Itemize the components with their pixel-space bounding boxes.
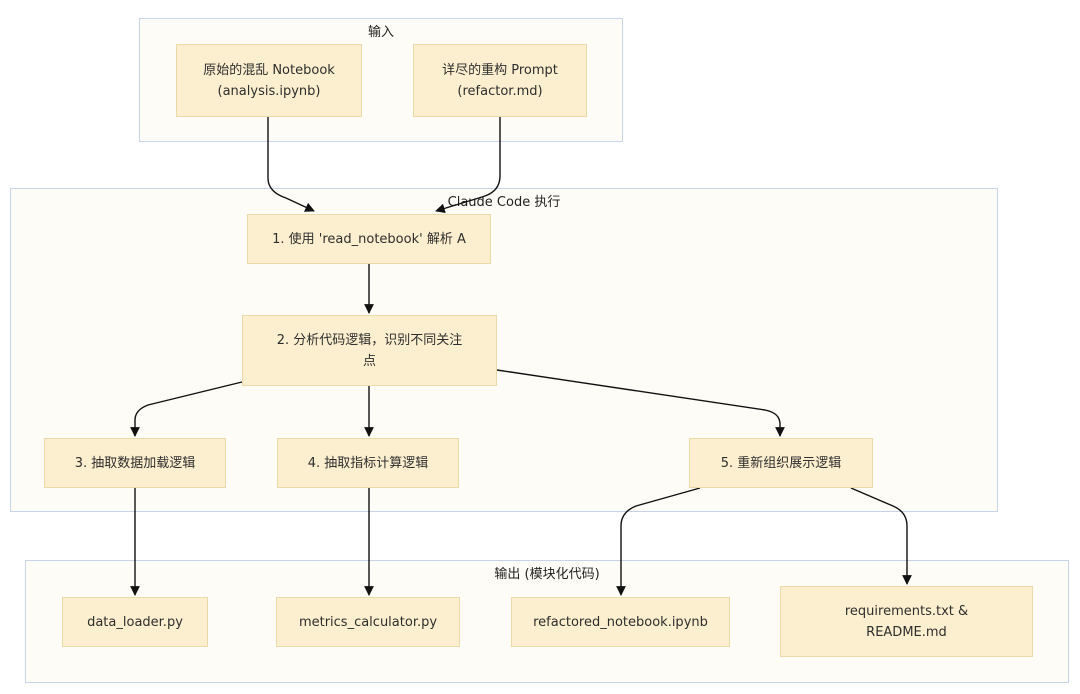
step5-label: 5. 重新组织展示逻辑: [720, 455, 842, 471]
execution-group-title: Claude Code 执行: [447, 195, 561, 210]
step1-node: 1. 使用 'read_notebook' 解析 A: [247, 214, 491, 264]
raw-notebook-filename: (analysis.ipynb): [217, 83, 321, 99]
output-data-loader-node: data_loader.py: [62, 597, 208, 647]
raw-notebook-title: 原始的混乱 Notebook: [203, 62, 335, 78]
prompt-filename: (refactor.md): [457, 83, 543, 99]
prompt-node: 详尽的重构 Prompt (refactor.md): [413, 44, 587, 117]
step3-node: 3. 抽取数据加载逻辑: [44, 438, 226, 488]
output-readme-label: README.md: [866, 624, 947, 640]
step1-label: 1. 使用 'read_notebook' 解析 A: [272, 231, 466, 247]
output-refactored-notebook-label: refactored_notebook.ipynb: [533, 614, 708, 630]
step2-node: 2. 分析代码逻辑，识别不同关注 点: [242, 315, 497, 386]
step4-label: 4. 抽取指标计算逻辑: [307, 455, 429, 471]
step2-label-line1: 2. 分析代码逻辑，识别不同关注: [276, 332, 463, 348]
step5-node: 5. 重新组织展示逻辑: [689, 438, 873, 488]
step2-label-line2: 点: [362, 353, 376, 369]
output-requirements-readme-node: requirements.txt & README.md: [780, 586, 1033, 657]
output-requirements-label: requirements.txt &: [844, 603, 969, 619]
raw-notebook-node: 原始的混乱 Notebook (analysis.ipynb): [176, 44, 362, 117]
output-metrics-calculator-node: metrics_calculator.py: [276, 597, 460, 647]
output-data-loader-label: data_loader.py: [87, 614, 183, 630]
input-group-title: 输入: [367, 25, 394, 40]
output-metrics-calculator-label: metrics_calculator.py: [298, 614, 438, 630]
step4-node: 4. 抽取指标计算逻辑: [277, 438, 459, 488]
step3-label: 3. 抽取数据加载逻辑: [74, 455, 196, 471]
output-refactored-notebook-node: refactored_notebook.ipynb: [511, 597, 730, 647]
output-group-title: 输出 (模块化代码): [494, 567, 600, 582]
prompt-title: 详尽的重构 Prompt: [442, 62, 558, 78]
